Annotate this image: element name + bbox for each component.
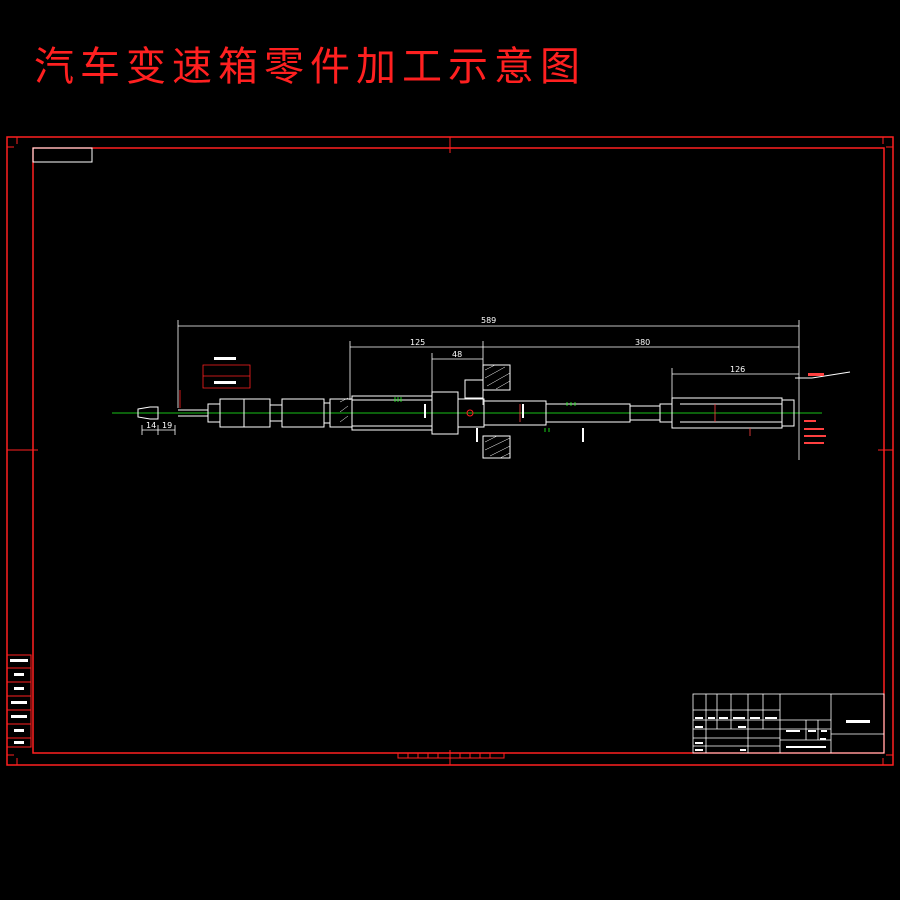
inner-frame bbox=[32, 147, 885, 754]
tool-assembly bbox=[137, 364, 851, 459]
dim-48: 48 bbox=[452, 350, 462, 359]
callout-text bbox=[214, 357, 236, 384]
dim-125: 125 bbox=[410, 338, 425, 347]
red-markers bbox=[519, 404, 751, 436]
left-margin-table bbox=[6, 654, 32, 748]
scale-ruler bbox=[397, 752, 505, 759]
right-notes bbox=[804, 373, 826, 444]
dim-overall: 589 bbox=[481, 316, 496, 325]
thread-marks bbox=[394, 397, 576, 432]
dim-19: 19 bbox=[162, 421, 172, 430]
dim-14: 14 bbox=[146, 421, 156, 430]
title-block bbox=[692, 693, 885, 754]
drawing-title: 汽车变速箱零件加工示意图 bbox=[34, 44, 586, 90]
dimension-lines bbox=[141, 320, 800, 460]
corner-marks bbox=[7, 137, 893, 765]
outer-frame bbox=[6, 136, 894, 766]
title-block-text bbox=[695, 717, 870, 751]
fixture-hatching bbox=[339, 364, 511, 459]
diameter-labels bbox=[424, 404, 584, 442]
callout-boxes bbox=[179, 364, 251, 408]
dim-126: 126 bbox=[730, 365, 745, 374]
drawing-number-box bbox=[32, 147, 93, 163]
dim-380: 380 bbox=[635, 338, 650, 347]
left-margin-labels bbox=[10, 659, 28, 744]
reference-point bbox=[466, 409, 474, 417]
